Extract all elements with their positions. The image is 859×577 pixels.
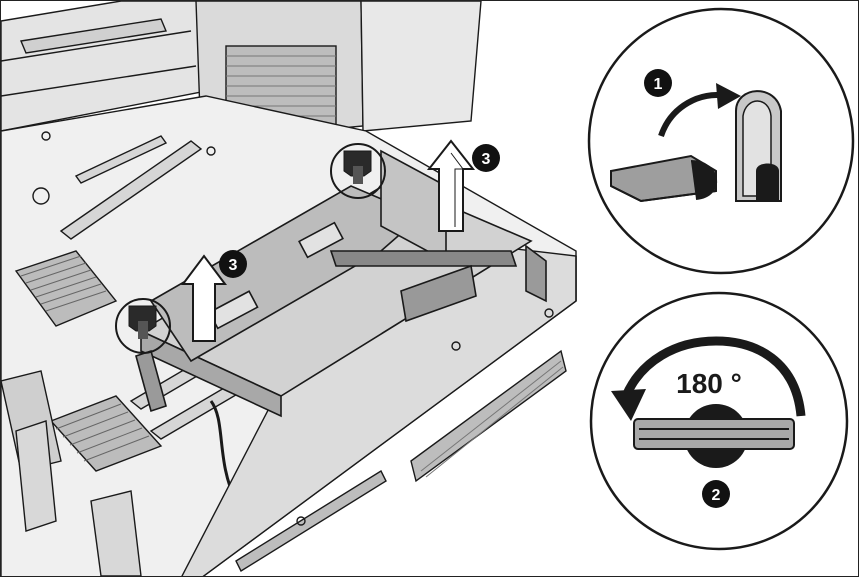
step-3-badge-left: 3 <box>219 250 247 278</box>
latch-highlight-left <box>115 298 171 354</box>
highlight-circle-icon <box>115 298 171 354</box>
step-1-number: 1 <box>654 76 663 93</box>
step-3-number: 3 <box>482 151 491 168</box>
step-3-number: 3 <box>229 257 238 274</box>
highlight-circle-icon <box>330 143 386 199</box>
up-arrow-icon <box>426 139 476 232</box>
step-3-badge-right: 3 <box>472 144 500 172</box>
curved-arrow-icon <box>658 83 741 138</box>
detail-panel-rotate-latch: 180 ° 2 <box>589 291 849 551</box>
up-arrow-icon <box>181 254 227 342</box>
step-2-number: 2 <box>712 487 721 504</box>
detail-panel-open-latch: 1 <box>587 7 855 275</box>
rotation-degrees-label: 180 ° <box>676 368 742 399</box>
riser-cage <box>135 149 547 418</box>
latch-highlight-top <box>330 143 386 199</box>
rotation-arrow-icon <box>611 336 806 421</box>
